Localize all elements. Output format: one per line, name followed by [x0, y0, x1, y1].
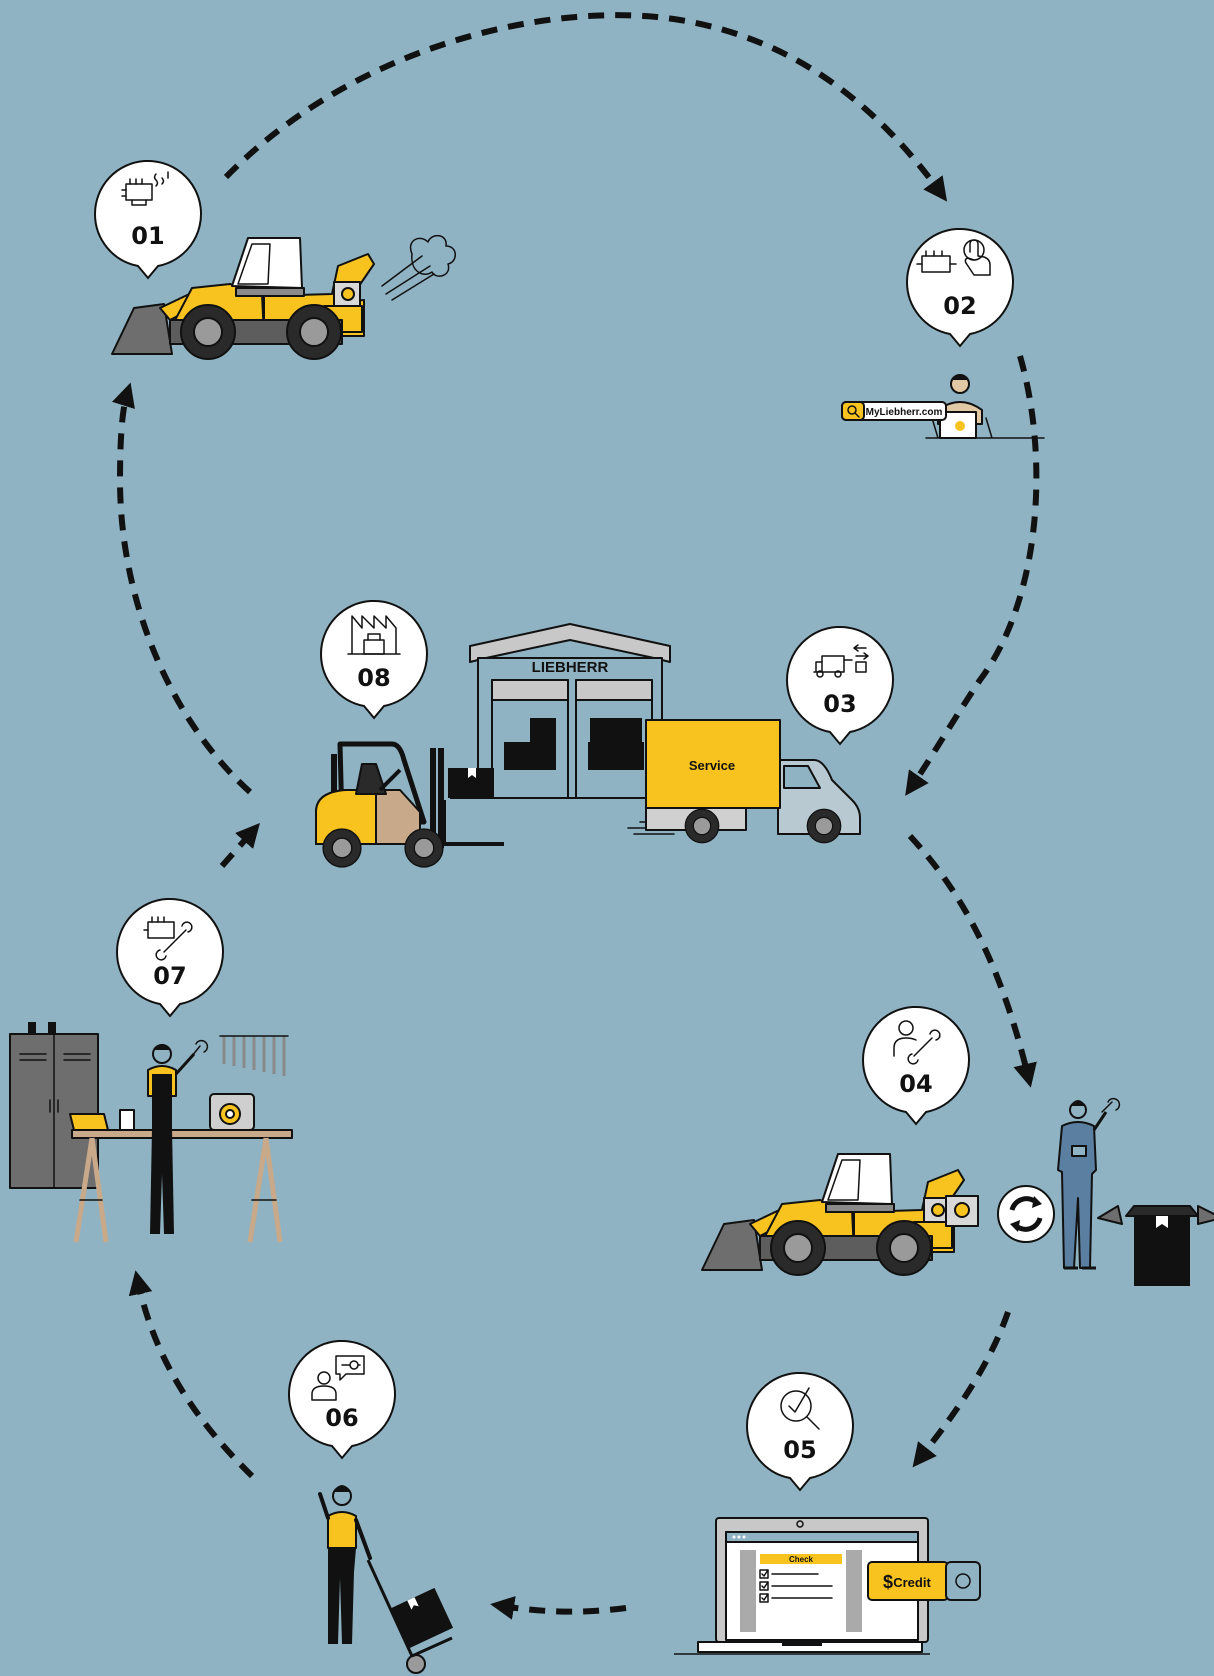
cycle-arrow-02-03: [905, 355, 1040, 796]
workshop-bench: [9, 1022, 293, 1243]
cycle-arrow-08-01: [111, 382, 253, 795]
open-parts-box: [1097, 1205, 1214, 1286]
cycle-arrow-07-08: [219, 823, 260, 868]
step-07-pin: 07: [115, 897, 224, 1017]
step-03-number: 03: [823, 690, 856, 718]
step-01-pin: 01: [93, 159, 202, 279]
step-08-pin: 08: [319, 599, 428, 719]
checklist-items: [759, 1569, 833, 1603]
customer-at-laptop: MyLiebherr.com: [841, 374, 1045, 439]
step-01-number: 01: [131, 222, 164, 250]
engine-touch-icon: [916, 239, 991, 276]
wrench-rack: [219, 1035, 289, 1076]
courier-with-hand-truck: [318, 1485, 454, 1674]
warehouse-brand: LIEBHERR: [532, 659, 609, 676]
cycle-arrow-05-06: [490, 1596, 627, 1620]
mechanic-overalls: [1057, 1097, 1121, 1270]
engine-core-icon: [945, 1561, 981, 1601]
search-icon: [847, 405, 857, 415]
truck-service-label: Service: [689, 758, 735, 773]
step-06-number: 06: [325, 1404, 358, 1432]
portal-url: MyLiebherr.com: [866, 407, 943, 418]
cycle-arrow-04-05: [912, 1311, 1011, 1468]
wheel-loader-engine-swap: [702, 1154, 979, 1275]
step-08-number: 08: [357, 664, 390, 692]
laptop-credit-check: Check $ Credit: [674, 1517, 981, 1655]
cycle-arrow-03-04: [907, 833, 1037, 1088]
step-04-pin: 04: [862, 1005, 970, 1125]
check-magnifier-icon: [780, 1387, 820, 1430]
person-message-icon: [311, 1355, 365, 1401]
service-truck: Service: [627, 719, 861, 844]
forklift: [315, 741, 504, 868]
exchange-arrows-icon: [997, 1185, 1055, 1243]
checklist-title: Check: [789, 1555, 814, 1564]
truck-exchange-icon: [813, 644, 869, 678]
engine-smoke-icon: [121, 171, 169, 206]
step-07-number: 07: [153, 962, 186, 990]
mechanic-wrench-icon: [893, 1020, 941, 1065]
step-05-number: 05: [783, 1436, 816, 1464]
step-06-pin: 06: [287, 1339, 396, 1459]
cycle-arrow-06-07: [128, 1270, 255, 1479]
credit-label: Credit: [893, 1575, 931, 1590]
wheel-loader-smoke: [112, 234, 456, 359]
step-02-pin: 02: [906, 227, 1014, 347]
engine-tools-icon: [143, 916, 193, 961]
step-04-number: 04: [899, 1070, 932, 1098]
step-05-pin: 05: [746, 1371, 854, 1491]
credit-symbol: $: [883, 1572, 893, 1592]
factory-icon: [347, 615, 401, 655]
cycle-arrow-01-02: [223, 12, 948, 202]
step-02-number: 02: [943, 292, 976, 320]
step-03-pin: 03: [786, 625, 894, 745]
